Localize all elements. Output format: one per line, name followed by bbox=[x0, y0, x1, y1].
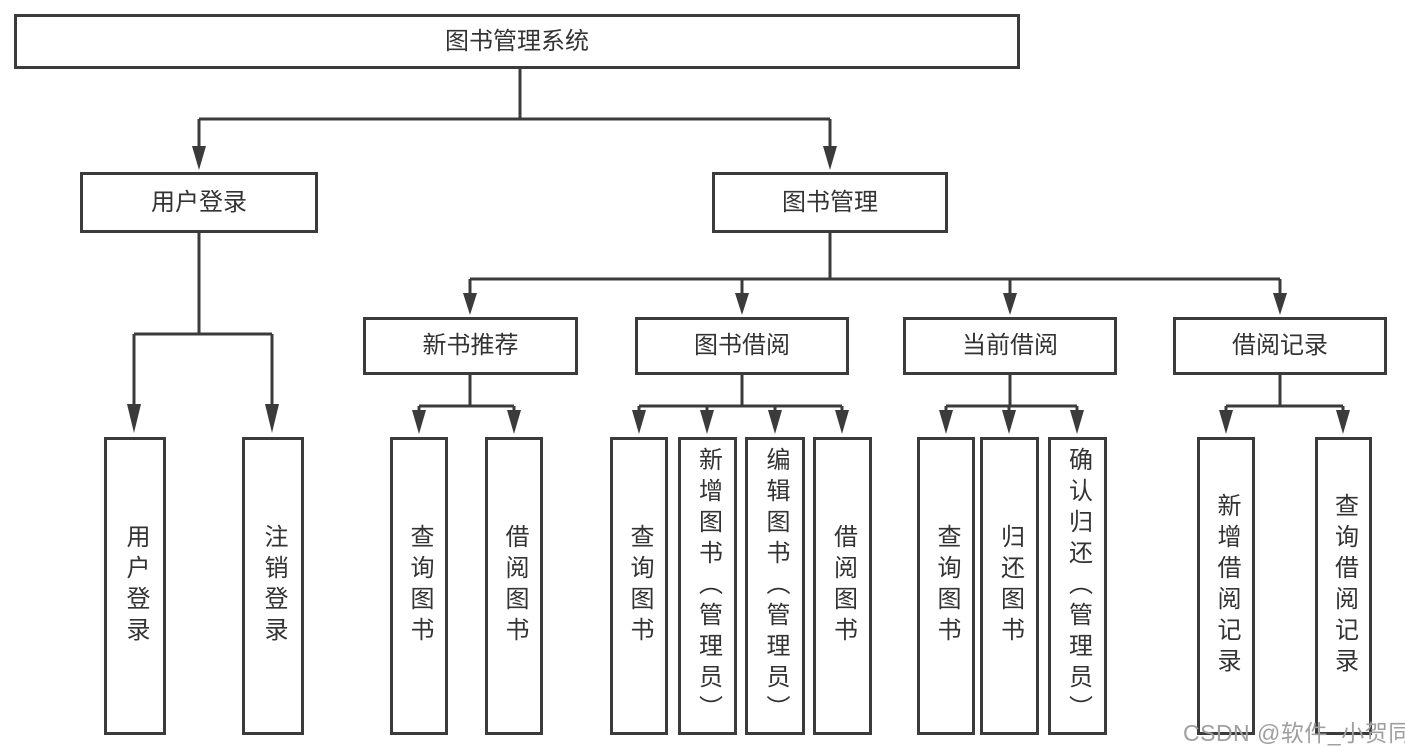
connector-current-borrow-branch bbox=[944, 373, 1079, 412]
connector-borrowing-branch bbox=[637, 373, 844, 412]
node-add-books-admin: 新增图书（管理员） bbox=[678, 437, 737, 735]
node-label: 借阅记录 bbox=[1232, 332, 1328, 359]
arrowhead bbox=[265, 404, 279, 433]
node-search-books: 查询图书 bbox=[917, 437, 975, 735]
node-add-borrow-record: 新增借阅记录 bbox=[1197, 437, 1255, 735]
node-label: 图书管理 bbox=[782, 188, 878, 216]
node-logout-action: 注销登录 bbox=[242, 437, 304, 735]
arrowhead bbox=[1219, 410, 1233, 434]
node-user-login-module: 用户登录 bbox=[80, 172, 318, 233]
arrowhead bbox=[768, 410, 782, 434]
node-library-system-root: 图书管理系统 bbox=[14, 14, 1020, 69]
arrowhead bbox=[1336, 410, 1350, 434]
node-label: 注销登录 bbox=[260, 524, 287, 648]
node-search-borrow-record: 查询借阅记录 bbox=[1315, 437, 1372, 735]
connector-records-branch bbox=[1224, 373, 1345, 412]
arrowhead bbox=[632, 410, 646, 434]
node-confirm-return-admin: 确认归还（管理员） bbox=[1048, 437, 1107, 735]
node-borrow-books: 借阅图书 bbox=[813, 437, 872, 735]
node-label: 新增图书（管理员） bbox=[694, 446, 722, 726]
node-book-management-module: 图书管理 bbox=[712, 172, 948, 233]
arrowhead bbox=[1002, 410, 1016, 434]
node-label: 编辑图书（管理员） bbox=[762, 446, 789, 726]
arrowhead bbox=[1070, 410, 1084, 434]
connector-root-to-level2 bbox=[197, 67, 832, 148]
node-user-login-action: 用户登录 bbox=[104, 437, 166, 735]
node-new-book-recommend: 新书推荐 bbox=[363, 317, 578, 375]
arrowhead bbox=[127, 404, 141, 433]
arrowhead bbox=[192, 146, 206, 170]
node-label: 当前借阅 bbox=[962, 332, 1058, 359]
node-search-books: 查询图书 bbox=[390, 437, 448, 735]
connector-recommend-branch bbox=[417, 373, 516, 412]
arrowhead bbox=[412, 410, 426, 434]
node-borrow-books: 借阅图书 bbox=[485, 437, 543, 735]
arrowhead bbox=[507, 410, 521, 434]
node-borrowing-records: 借阅记录 bbox=[1173, 317, 1387, 375]
node-label: 图书管理系统 bbox=[445, 27, 589, 55]
node-label: 查询借阅记录 bbox=[1330, 493, 1358, 679]
arrowhead bbox=[735, 293, 749, 315]
node-search-books: 查询图书 bbox=[610, 437, 668, 735]
node-label: 新增借阅记录 bbox=[1213, 493, 1240, 679]
connector-book-mgmt-branch bbox=[468, 231, 1282, 295]
arrowhead bbox=[1003, 293, 1017, 315]
node-label: 图书借阅 bbox=[694, 332, 790, 359]
node-edit-books-admin: 编辑图书（管理员） bbox=[745, 437, 805, 735]
node-label: 借阅图书 bbox=[829, 524, 857, 648]
node-label: 查询图书 bbox=[406, 524, 433, 648]
node-return-books: 归还图书 bbox=[980, 437, 1039, 735]
arrowhead bbox=[835, 410, 849, 434]
node-label: 借阅图书 bbox=[501, 524, 528, 648]
node-label: 用户登录 bbox=[122, 524, 149, 648]
arrowhead bbox=[939, 410, 953, 434]
arrowhead bbox=[463, 293, 477, 315]
node-book-borrowing: 图书借阅 bbox=[635, 317, 849, 375]
node-label: 归还图书 bbox=[996, 524, 1024, 648]
arrowhead bbox=[823, 146, 837, 170]
arrowhead bbox=[1273, 293, 1287, 315]
node-label: 用户登录 bbox=[151, 188, 247, 216]
node-label: 查询图书 bbox=[626, 524, 653, 648]
csdn-watermark: CSDN @软件_小贺同学 bbox=[1183, 720, 1405, 746]
connector-user-login-branch bbox=[132, 231, 274, 406]
arrowhead bbox=[700, 410, 714, 434]
node-label: 确认归还（管理员） bbox=[1064, 446, 1092, 726]
node-label: 新书推荐 bbox=[422, 332, 519, 359]
node-label: 查询图书 bbox=[933, 524, 960, 648]
node-current-borrowing: 当前借阅 bbox=[903, 317, 1117, 375]
